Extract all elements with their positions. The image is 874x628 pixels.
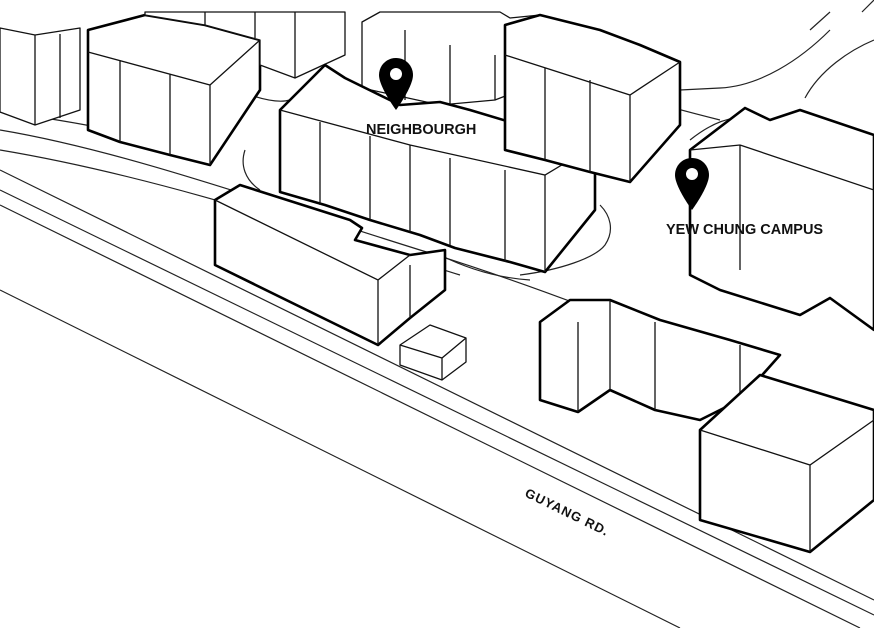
building-cluster-north: [503, 13, 682, 184]
building-road-side: [213, 183, 467, 381]
marker-yew-chung-campus[interactable]: [675, 158, 709, 210]
marker-neighbourgh[interactable]: [379, 58, 413, 110]
road-label-guyang: GUYANG RD.: [523, 485, 612, 539]
marker-label-neighbourgh: NEIGHBOURGH: [366, 122, 476, 138]
building-cluster-northwest: [0, 11, 346, 167]
map-pin-icon: [379, 58, 413, 110]
map-pin-hole: [390, 68, 402, 80]
map-pin-hole: [686, 168, 698, 180]
map-pin-icon: [675, 158, 709, 210]
marker-label-yew-chung-campus: YEW CHUNG CAMPUS: [666, 222, 823, 238]
building-yew-chung-campus: [538, 106, 874, 554]
